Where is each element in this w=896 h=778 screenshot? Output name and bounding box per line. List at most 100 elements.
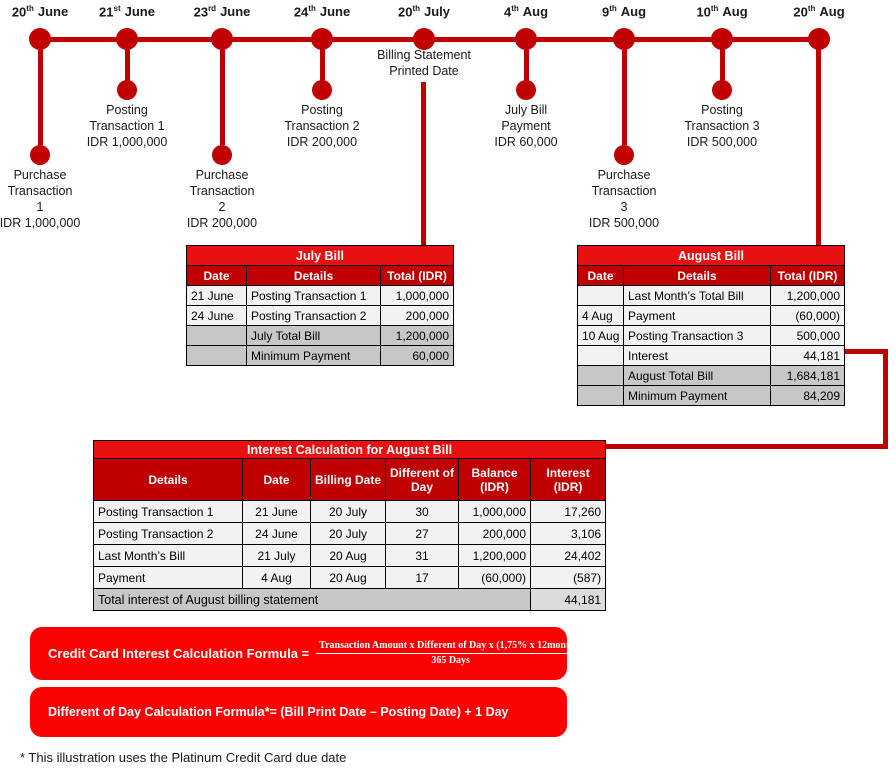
cell-date: 10 Aug: [577, 325, 624, 346]
table-row: 4 Aug Payment (60,000): [577, 305, 846, 326]
cell-date: 24 June: [186, 305, 247, 326]
cell-interest: (587): [529, 566, 607, 589]
cell-date: [577, 365, 624, 386]
timeline-stem: [524, 40, 529, 82]
cell-details: Posting Transaction 2: [246, 305, 381, 326]
cell-interest: 24,402: [529, 544, 607, 567]
cell-date: [577, 385, 624, 406]
timeline-end-dot: [312, 80, 332, 100]
timeline-end-dot: [516, 80, 536, 100]
column-header: Total (IDR): [379, 265, 455, 286]
interest-formula-box: Credit Card Interest Calculation Formula…: [30, 627, 586, 680]
cell-diff-day: 17: [385, 566, 459, 589]
timeline-stem: [720, 40, 725, 82]
cell-details: Payment: [623, 305, 771, 326]
timeline-node-dot: [311, 28, 333, 50]
table-row: 24 June Posting Transaction 2 200,000: [186, 305, 455, 326]
cell-billing-date: 20 Aug: [310, 544, 386, 567]
cell-date: [577, 345, 624, 366]
table-row: Payment 4 Aug 20 Aug 17 (60,000) (587): [93, 566, 607, 589]
timeline-end-dot: [30, 145, 50, 165]
cell-billing-date: 20 Aug: [310, 566, 386, 589]
diff-day-formula-box: Different of Day Calculation Formula*= (…: [30, 687, 567, 737]
table-title: August Bill: [576, 245, 846, 266]
column-header: Balance (IDR): [458, 458, 531, 501]
cell-details: Last Month’s Total Bill: [623, 285, 771, 306]
timeline-event-label: Purchase Transaction 3 IDR 500,000: [588, 168, 660, 230]
timeline-stem: [220, 40, 225, 145]
cell-interest: 3,106: [529, 522, 607, 545]
cell-total: 500,000: [769, 325, 846, 346]
cell-total: 1,000,000: [379, 285, 455, 306]
cell-total: 1,200,000: [379, 325, 455, 346]
table-row: July Total Bill 1,200,000: [186, 325, 455, 346]
timeline-node-dot: [515, 28, 537, 50]
cell-interest: 17,260: [529, 500, 607, 523]
table-row: 10 Aug Posting Transaction 3 500,000: [577, 325, 846, 346]
table-row: Minimum Payment 84,209: [577, 385, 846, 406]
timeline-end-dot: [117, 80, 137, 100]
table-row: 21 June Posting Transaction 1 1,000,000: [186, 285, 455, 306]
column-header: Date: [577, 265, 624, 286]
column-header: Billing Date: [310, 458, 386, 501]
table-header-row: Details Date Billing Date Different of D…: [93, 458, 607, 501]
cell-details: Posting Transaction 1: [93, 500, 243, 523]
diff-day-formula-label: Different of Day Calculation Formula*= (…: [48, 705, 509, 719]
timeline-event-label: Purchase Transaction 2 IDR 200,000: [186, 168, 258, 230]
cell-details: Interest: [623, 345, 771, 366]
cell-diff-day: 31: [385, 544, 459, 567]
column-header: Details: [246, 265, 381, 286]
cell-date: [186, 325, 247, 346]
table-row: Last Month’s Bill 21 July 20 Aug 31 1,20…: [93, 544, 607, 567]
cell-date: [577, 285, 624, 306]
table-row: Last Month’s Total Bill 1,200,000: [577, 285, 846, 306]
timeline-node-dot: [211, 28, 233, 50]
cell-details: Posting Transaction 1: [246, 285, 381, 306]
connector-august-bill: [816, 40, 821, 245]
timeline-stem: [320, 40, 325, 82]
cell-details: Minimum Payment: [246, 345, 381, 366]
cell-total: 44,181: [769, 345, 846, 366]
cell-date: 4 Aug: [242, 566, 311, 589]
cell-details: Minimum Payment: [623, 385, 771, 406]
interest-formula-fraction: Transaction Amount x Different of Day x …: [316, 640, 586, 667]
timeline-node-dot: [413, 28, 435, 50]
cell-balance: 200,000: [458, 522, 531, 545]
cell-diff-day: 30: [385, 500, 459, 523]
column-header: Date: [186, 265, 247, 286]
cell-total: 60,000: [379, 345, 455, 366]
cell-details: July Total Bill: [246, 325, 381, 346]
total-value: 44,181: [529, 588, 607, 611]
august-bill-table: August Bill Date Details Total (IDR) Las…: [576, 245, 846, 406]
formula-denominator: 365 Days: [431, 655, 470, 666]
timeline-event-label: July Bill Payment IDR 60,000: [494, 103, 558, 149]
timeline-event-label: Purchase Transaction 1 IDR 1,000,000: [0, 168, 81, 230]
connector-july-bill: [421, 82, 426, 245]
cell-balance: 1,000,000: [458, 500, 531, 523]
cell-total: 1,200,000: [769, 285, 846, 306]
timeline-stem: [622, 40, 627, 145]
interest-connector-h1: [844, 349, 888, 354]
timeline-node-dot: [808, 28, 830, 50]
cell-details: Posting Transaction 3: [623, 325, 771, 346]
cell-details: August Total Bill: [623, 365, 771, 386]
timeline-node-dot: [116, 28, 138, 50]
formula-numerator: Transaction Amount x Different of Day x …: [316, 640, 586, 654]
column-header: Total (IDR): [769, 265, 846, 286]
timeline-node-dot: [613, 28, 635, 50]
cell-balance: (60,000): [458, 566, 531, 589]
interest-calculation-table: Interest Calculation for August Bill Det…: [92, 440, 607, 611]
timeline-event-label: Posting Transaction 1 IDR 1,000,000: [86, 103, 168, 149]
column-header: Details: [623, 265, 771, 286]
table-title: Interest Calculation for August Bill: [92, 440, 607, 459]
